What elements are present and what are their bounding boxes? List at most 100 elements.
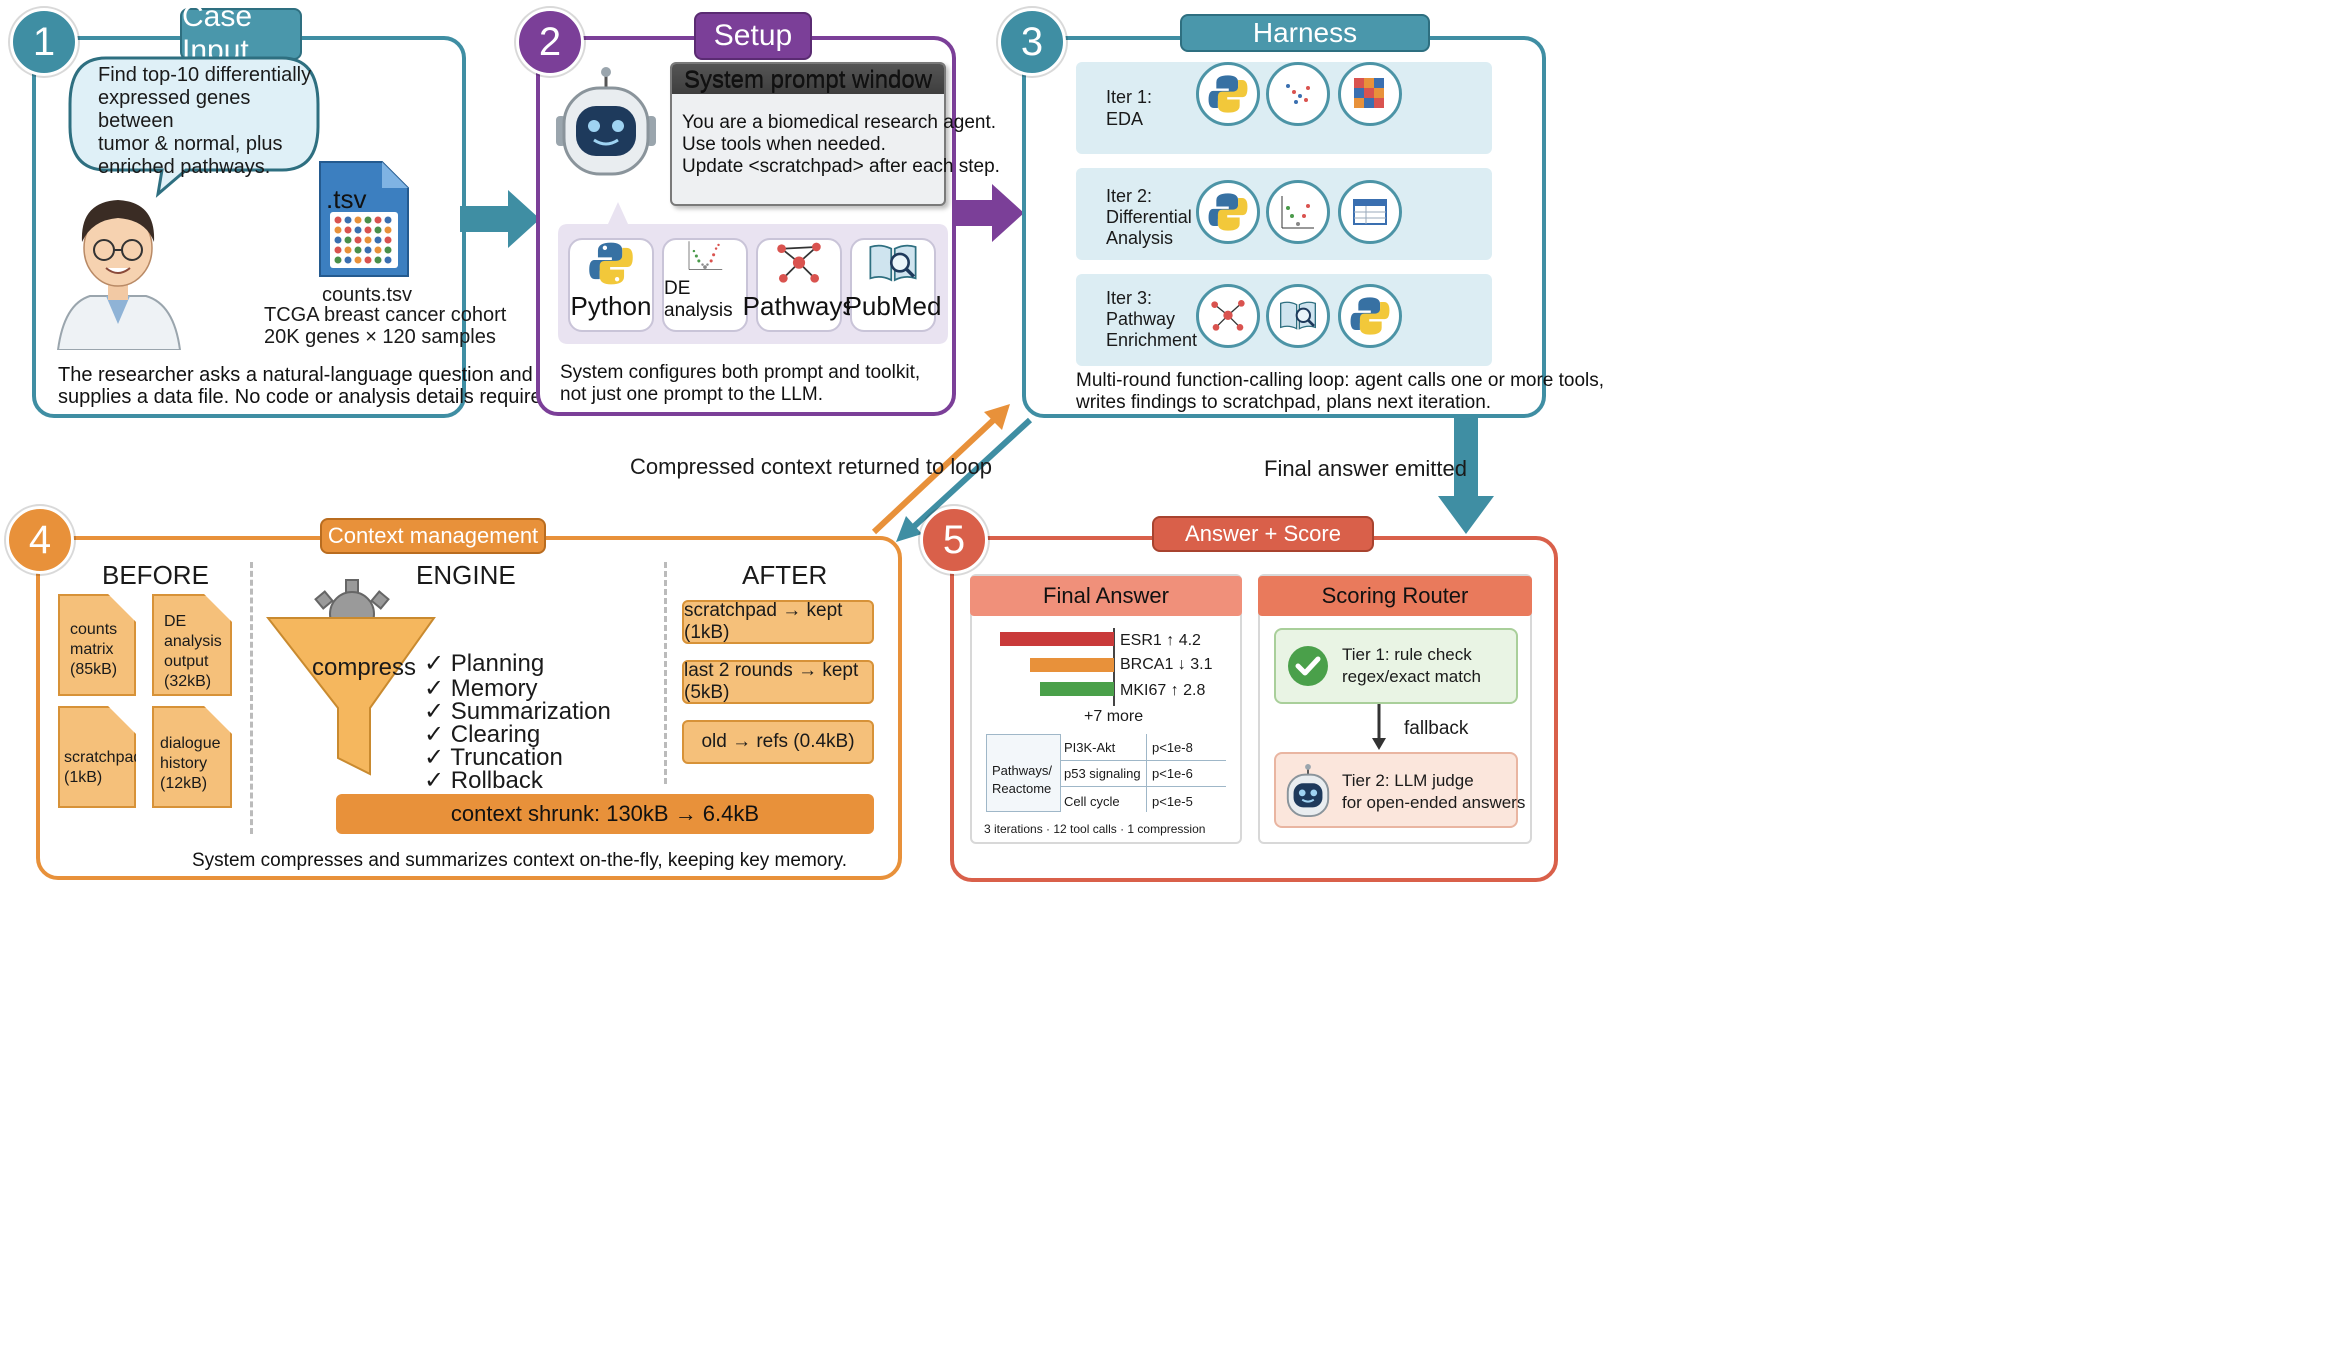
pathway-row-1-name: PI3K-Akt [1064, 740, 1116, 755]
caption-case-input: The researcher asks a natural-language q… [58, 364, 559, 408]
window-title-text: System prompt window [684, 66, 933, 93]
more-genes: +7 more [1084, 708, 1144, 725]
speech-bubble [68, 56, 320, 198]
tab-case-input: Case Input [180, 0, 302, 67]
caption-harness: Multi-round function-calling loop: agent… [1076, 370, 1605, 413]
step-number-1: 1 [10, 8, 78, 76]
robot-icon [556, 67, 656, 176]
scoring-router-title: Scoring Router [1258, 576, 1532, 616]
iter-1-python-icon [1196, 62, 1260, 126]
gene-label-brca1: BRCA1 ↓ 3.1 [1120, 656, 1213, 673]
fallback-arrow [1372, 704, 1386, 750]
step-number-2: 2 [516, 8, 584, 76]
tool-label-de: DE analysis [664, 278, 733, 321]
tab-answer-score: Answer + Score [1152, 516, 1374, 552]
gene-bar-chart [1000, 628, 1115, 706]
volcano-plot-icon [688, 241, 723, 270]
arrow-2-to-3 [952, 184, 1024, 242]
iter-1-heatmap-icon [1338, 62, 1402, 126]
doc-scratchpad: scratchpad(1kB) [58, 706, 136, 808]
loop-arrows [871, 404, 1033, 542]
window-body-text: You are a biomedical research agent. Use… [682, 112, 1000, 177]
caption-context: System compresses and summarizes context… [192, 850, 848, 871]
arrow-1-to-2 [460, 190, 540, 248]
final-answer-title: Final Answer [970, 576, 1242, 616]
compress-funnel-icon [266, 579, 436, 776]
check-circle-icon [1288, 646, 1328, 686]
file-desc-1: TCGA breast cancer cohort [264, 304, 507, 326]
iter-2-volcano-icon [1266, 180, 1330, 244]
file-name: counts.tsv [322, 284, 413, 306]
answer-stats: 3 iterations · 12 tool calls · 1 compres… [984, 822, 1206, 836]
arrow-3-to-5 [1438, 418, 1494, 534]
file-desc-2: 20K genes × 120 samples [264, 326, 496, 348]
context-shrunk-bar: context shrunk: 130kB → 6.4kB [336, 794, 874, 834]
step-number-3: 3 [998, 8, 1066, 76]
check-clearing: ✓ Clearing [424, 721, 541, 748]
check-memory: ✓ Memory [424, 675, 538, 702]
check-truncation: ✓ Truncation [424, 744, 563, 771]
researcher-avatar-icon [56, 200, 182, 350]
funnel-label: compress [312, 654, 417, 681]
pathway-table-grid [1060, 734, 1227, 812]
tab-setup: Setup [694, 12, 812, 60]
before-heading: BEFORE [102, 560, 209, 590]
gene-label-esr1: ESR1 ↑ 4.2 [1120, 632, 1201, 649]
iter-1-scatter-icon [1266, 62, 1330, 126]
final-answer-emitted-label: Final answer emitted [1264, 456, 1467, 481]
iter-1-label: Iter 1:EDA [1106, 87, 1153, 129]
tab-context-management: Context management [320, 518, 546, 554]
compressed-context-label: Compressed context returned to loop [630, 454, 992, 479]
iter-2-table-icon [1338, 180, 1402, 244]
tool-label-pubmed: PubMed [844, 291, 942, 321]
engine-checklist: ✓ Planning ✓ Memory ✓ Summarization ✓ Cl… [424, 646, 611, 798]
book-search-icon [869, 244, 917, 282]
iter-3-network-icon [1196, 284, 1260, 348]
step-number-4: 4 [6, 506, 74, 574]
pathway-row-1-p: p<1e-8 [1152, 740, 1193, 755]
tsv-file-ext: .tsv [326, 184, 367, 214]
after-heading: AFTER [742, 560, 828, 590]
tab-harness: Harness [1180, 14, 1430, 52]
window-titlebar: System prompt window [672, 64, 944, 94]
pathway-row-2-name: p53 signaling [1064, 766, 1141, 781]
tool-label-python: Python [570, 291, 652, 321]
pathway-table-label: Pathways/Reactome [992, 763, 1052, 796]
engine-heading: ENGINE [416, 560, 516, 590]
tsv-file-icon [319, 161, 409, 277]
after-item-last-rounds: last 2 rounds → kept (5kB) [682, 660, 874, 704]
pathway-row-2-p: p<1e-6 [1152, 766, 1193, 781]
gene-label-mki67: MKI67 ↑ 2.8 [1120, 682, 1206, 699]
iter-3-python-icon [1338, 284, 1402, 348]
system-prompt-window: System prompt window [670, 62, 946, 206]
tool-pathways: Pathways [743, 238, 855, 332]
pathway-row-3-name: Cell cycle [1064, 794, 1120, 809]
tool-label-pathways: Pathways [742, 291, 856, 321]
divider-after [664, 562, 667, 784]
robot-judge-icon [1286, 764, 1330, 817]
divider-before [250, 562, 253, 834]
pathway-row-3-p: p<1e-5 [1152, 794, 1193, 809]
check-summarization: ✓ Summarization [424, 698, 611, 725]
iter-3-book-icon [1266, 284, 1330, 348]
after-item-scratchpad: scratchpad → kept (1kB) [682, 600, 874, 644]
speech-bubble-text: Find top-10 differentially expressed gen… [98, 64, 312, 178]
check-rollback: ✓ Rollback [424, 767, 543, 794]
bar-mki67 [1040, 682, 1114, 696]
step-number-5: 5 [920, 506, 988, 574]
tool-de-analysis: DE analysis [662, 238, 748, 332]
fallback-label: fallback [1404, 718, 1469, 739]
caption-setup: System configures both prompt and toolki… [560, 362, 921, 405]
tool-pubmed: PubMed [845, 238, 941, 332]
bar-brca1 [1030, 658, 1114, 672]
tool-python: Python [568, 238, 654, 332]
network-icon [777, 242, 821, 283]
after-item-old-refs: old → refs (0.4kB) [682, 720, 874, 764]
